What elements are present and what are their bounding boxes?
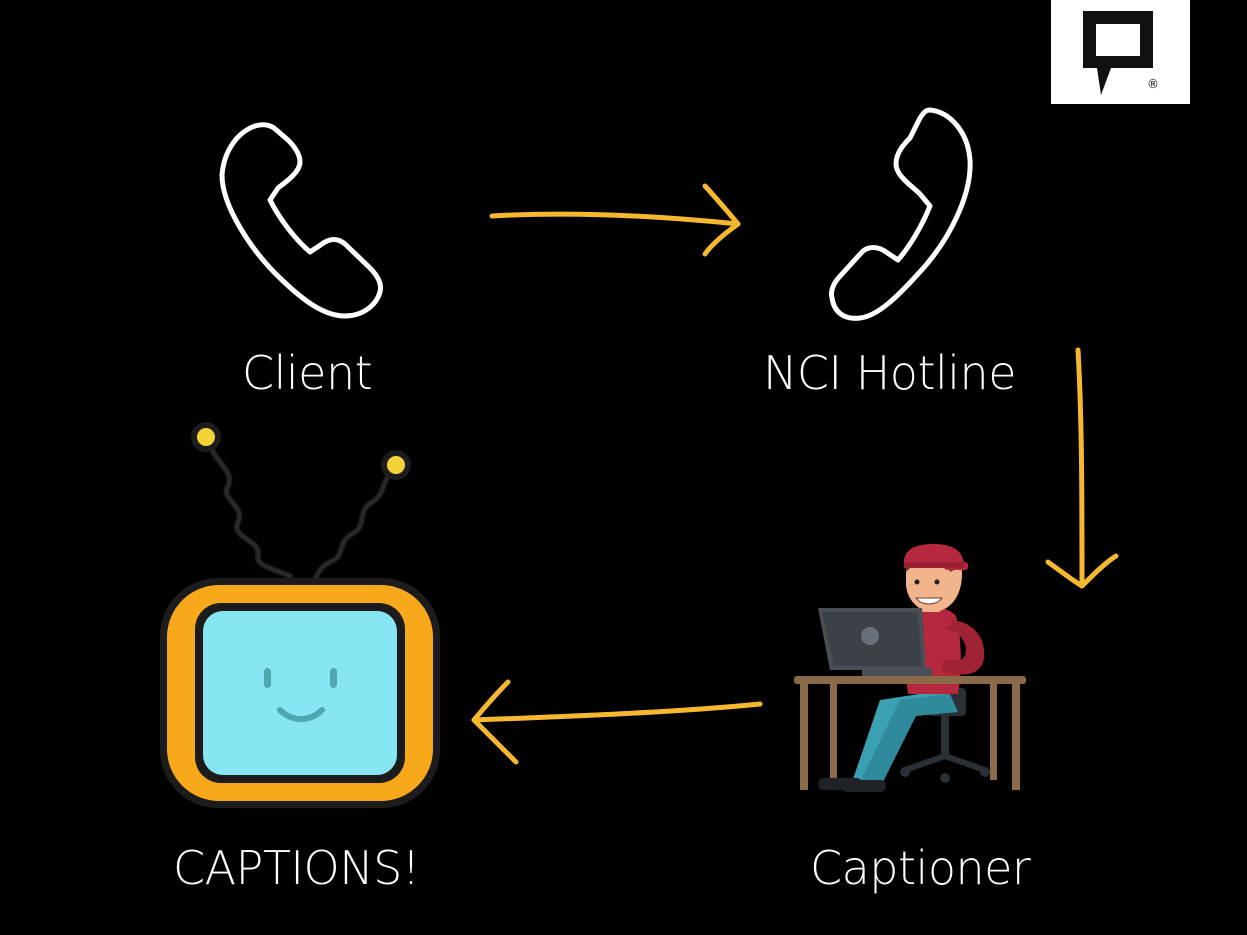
tv-eye-right: [330, 668, 337, 688]
tv-eye-left: [264, 668, 271, 688]
captioner-illustration: [794, 544, 1026, 792]
brand-logo: ®: [1051, 0, 1190, 104]
arrow-client-to-hotline: [489, 183, 741, 257]
nci-hotline-label: NCI Hotline: [763, 346, 1017, 400]
arrow-captioner-to-captions: [471, 679, 763, 765]
tv-smile: [277, 707, 325, 722]
tv-screen: [203, 611, 397, 775]
client-phone-icon: [219, 122, 383, 319]
captions-label: CAPTIONS!: [173, 841, 420, 895]
speech-bubble-logo-icon: ®: [1083, 11, 1159, 95]
laptop-logo: [861, 627, 879, 645]
captioner-label: Captioner: [810, 841, 1031, 895]
registered-mark: ®: [1147, 77, 1159, 91]
tv-illustration: [160, 422, 440, 808]
arrow-hotline-to-captioner: [1045, 347, 1119, 589]
hotline-phone-icon: [829, 107, 973, 321]
client-label: Client: [242, 346, 373, 400]
